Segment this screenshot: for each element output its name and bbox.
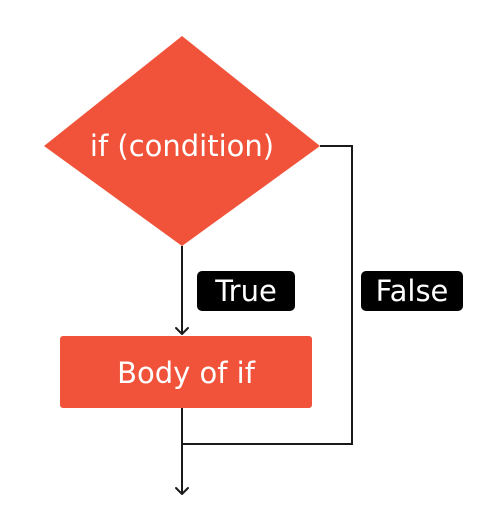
- true-edge-label: True: [197, 271, 295, 311]
- true-branch-arrowhead: [175, 327, 189, 335]
- exit-arrowhead: [175, 487, 189, 495]
- false-edge-label: False: [361, 271, 463, 311]
- decision-label: if (condition): [90, 129, 274, 163]
- decision-node: [44, 36, 320, 246]
- process-label: Body of if: [117, 356, 256, 390]
- false-branch-connector: [182, 145, 353, 445]
- process-node: [60, 336, 312, 408]
